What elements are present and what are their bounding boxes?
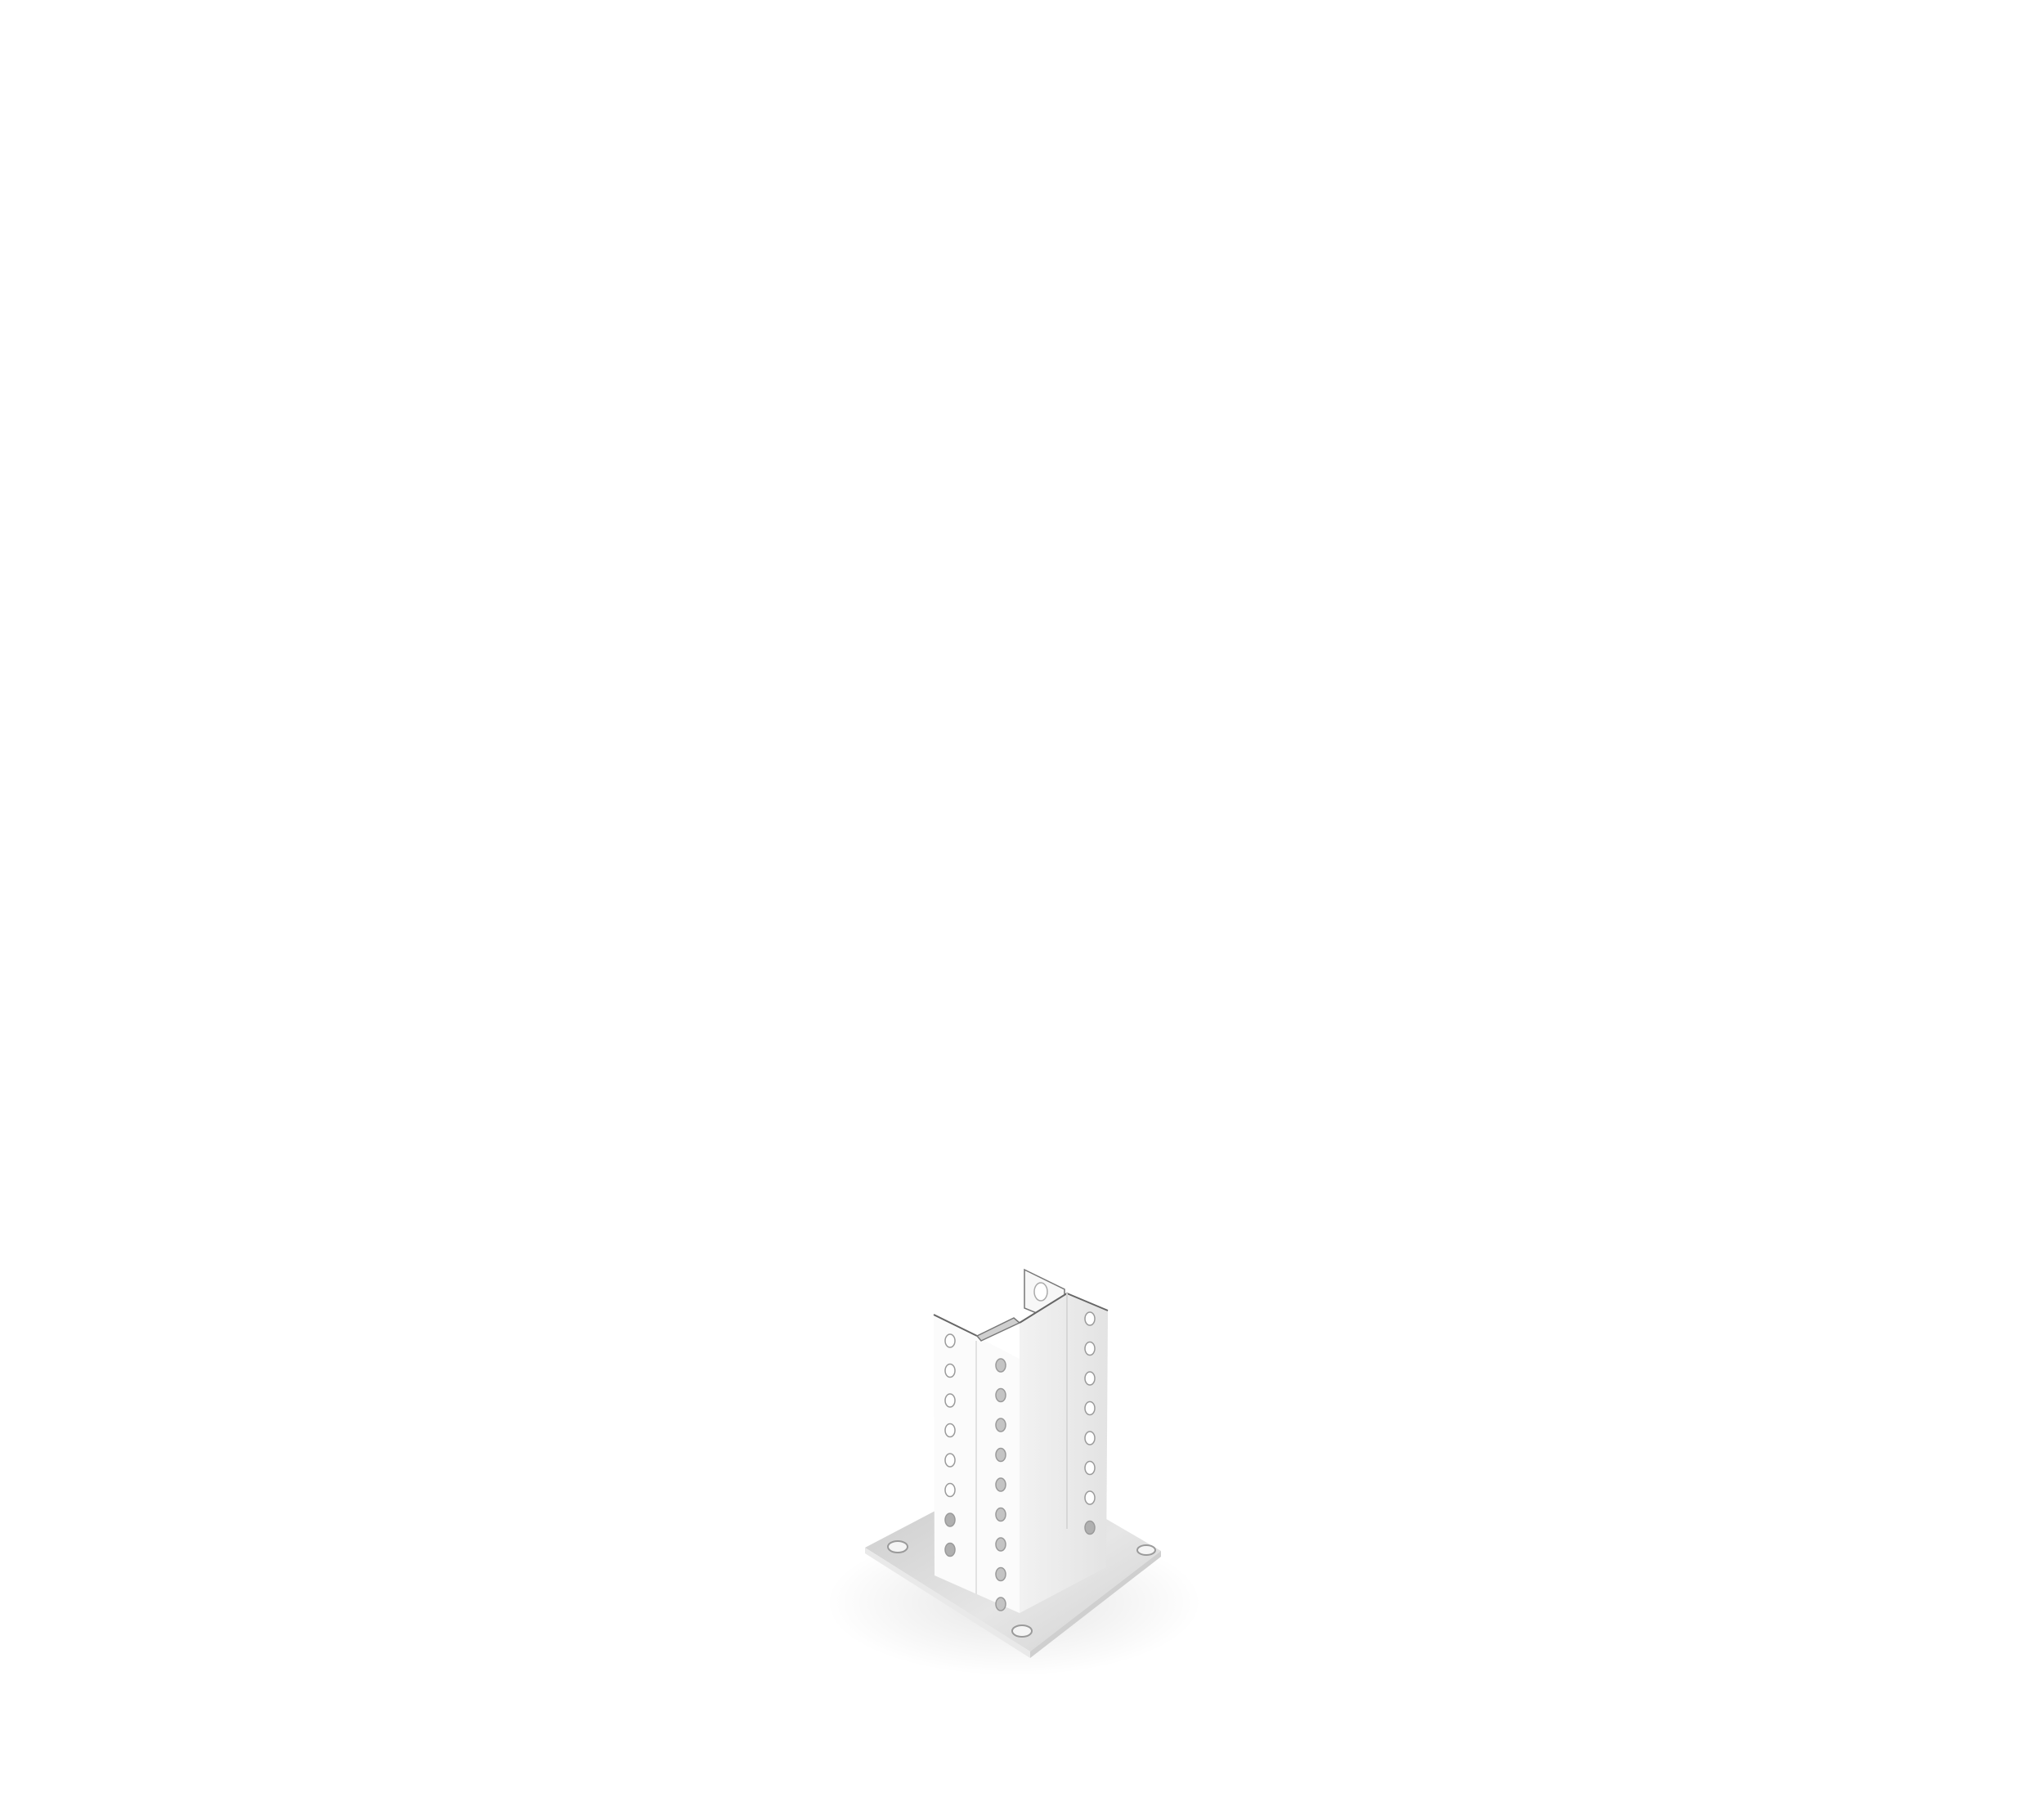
perforation-hole-icon	[1084, 1520, 1096, 1535]
right-face	[1019, 1293, 1109, 1613]
perforation-hole-icon	[1084, 1460, 1096, 1476]
perforation-hole-icon	[995, 1447, 1006, 1463]
perforation-hole-icon	[1084, 1311, 1096, 1326]
perforation-hole-icon	[995, 1537, 1006, 1552]
perforation-hole-icon	[995, 1566, 1006, 1582]
perforation-hole-icon	[1084, 1400, 1096, 1416]
perforation-hole-icon	[995, 1418, 1006, 1432]
perforation-hole-icon	[944, 1363, 956, 1378]
perforation-hole-icon	[995, 1597, 1006, 1611]
perforation-hole-icon	[995, 1358, 1006, 1373]
perforation-hole-icon	[944, 1542, 956, 1557]
perforation-hole-icon	[1084, 1341, 1096, 1356]
perforation-hole-icon	[995, 1387, 1006, 1403]
perforation-hole-icon	[1084, 1431, 1096, 1445]
mount-hole-icon	[1011, 1624, 1033, 1638]
perforation-hole-icon	[1084, 1490, 1096, 1505]
perforation-hole-icon	[944, 1453, 956, 1468]
perforation-hole-icon	[944, 1482, 956, 1498]
mount-hole-icon	[887, 1540, 908, 1553]
perforation-holes	[944, 1311, 1096, 1611]
perforation-hole-icon	[944, 1333, 956, 1348]
perforation-hole-icon	[944, 1393, 956, 1408]
perforation-hole-icon	[944, 1423, 956, 1438]
perforation-hole-icon	[995, 1507, 1006, 1522]
perforation-hole-icon	[995, 1477, 1006, 1492]
perforation-hole-icon	[944, 1512, 956, 1527]
perforation-hole-icon	[1084, 1371, 1096, 1386]
mount-hole-icon	[1136, 1544, 1156, 1556]
